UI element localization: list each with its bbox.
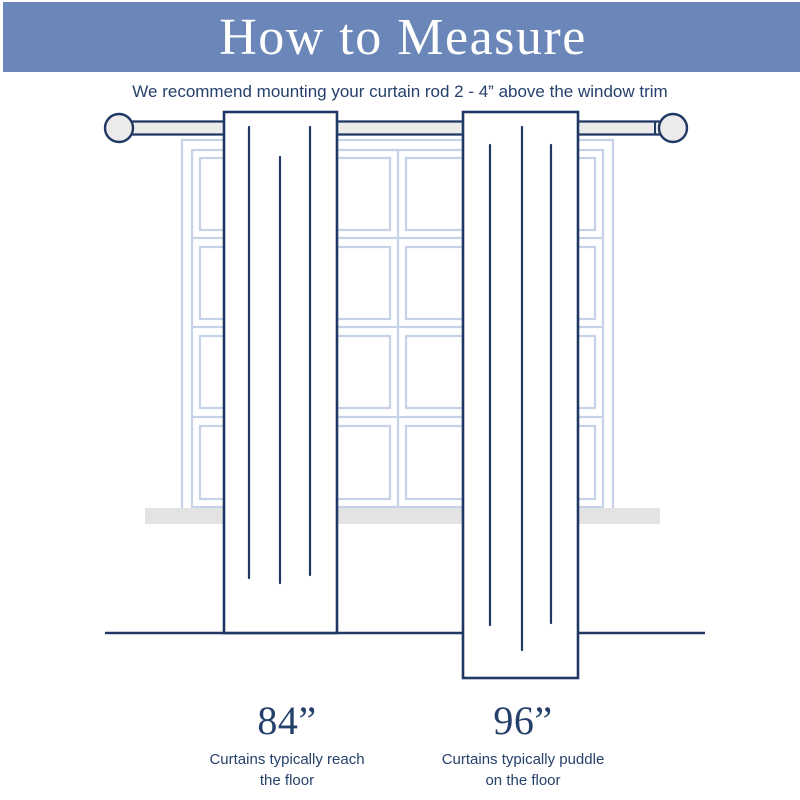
measurement-label-84: 84” Curtains typically reach the floor [167, 700, 407, 791]
curtain-folds-96 [488, 125, 553, 652]
rod-finial-right [657, 112, 689, 144]
measurement-caption-96: Curtains typically puddle on the floor [403, 749, 643, 791]
curtain-rod [103, 112, 689, 144]
subtitle-text: We recommend mounting your curtain rod 2… [132, 82, 668, 101]
header-band: How to Measure [0, 0, 800, 72]
curtain-panel-96 [461, 110, 580, 680]
measurement-value-96: 96” [493, 698, 553, 743]
measurement-caption-84-line1: Curtains typically reach [209, 751, 365, 768]
measurement-label-96: 96” Curtains typically puddle on the flo… [403, 700, 643, 791]
page-title: How to Measure [219, 9, 587, 66]
measurement-caption-96-line1: Curtains typically puddle [441, 751, 605, 768]
curtain-panel-84 [222, 110, 339, 635]
rod-finial-left [103, 112, 135, 144]
measurement-caption-84-line2: the floor [259, 772, 315, 789]
measurement-caption-96-line2: on the floor [485, 772, 561, 789]
measurement-caption-84: Curtains typically reach the floor [167, 749, 407, 791]
windowsill [145, 508, 660, 524]
curtain-folds-84 [247, 125, 312, 585]
measurement-value-84: 84” [257, 698, 317, 743]
